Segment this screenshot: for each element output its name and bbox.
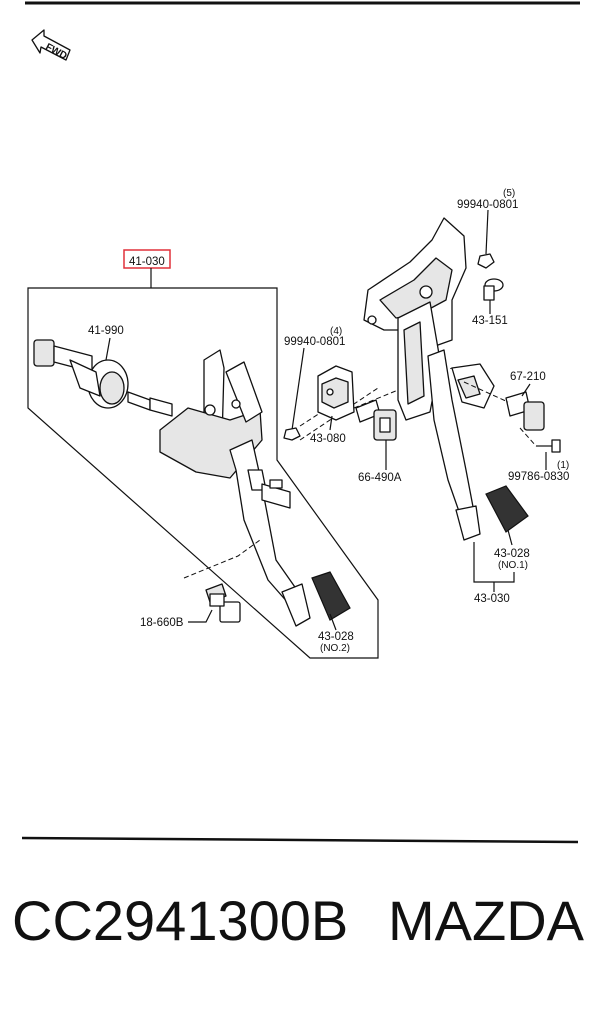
nut-left-icon <box>283 427 301 441</box>
label-43-080[interactable]: 43-080 <box>310 433 346 445</box>
switch-66-490a <box>355 399 397 441</box>
label-41-990[interactable]: 41-990 <box>88 325 124 337</box>
bolt-43-151 <box>483 278 504 301</box>
label-66-490a[interactable]: 66-490A <box>358 472 402 484</box>
switch-18-660b <box>205 583 241 623</box>
label-99786-0830[interactable]: 99786-0830 <box>508 471 569 483</box>
brake-pedal-assembly <box>363 217 529 541</box>
switch-67-210 <box>505 391 545 431</box>
nut-top-icon <box>477 253 495 269</box>
label-99940-0801-left[interactable]: 99940-0801 <box>284 336 345 348</box>
label-43-030[interactable]: 43-030 <box>474 593 510 605</box>
clutch-pedal-assembly <box>159 349 351 627</box>
label-bolt-qty-1: (1) <box>557 460 569 471</box>
label-43-028-no1-note: (NO.1) <box>498 560 528 571</box>
label-nut-qty-4: (4) <box>330 326 342 337</box>
bolt-99786-0830 <box>536 439 561 453</box>
label-99940-0801-top[interactable]: 99940-0801 <box>457 199 518 211</box>
label-18-660b[interactable]: 18-660B <box>140 617 184 629</box>
bottom-rule <box>21 836 579 844</box>
forward-arrow-icon: FWD <box>31 29 71 62</box>
label-nut-qty-5: (5) <box>503 188 515 199</box>
label-43-028-no2-note: (NO.2) <box>320 643 350 654</box>
clutch-master-cylinder <box>33 339 173 417</box>
fwd-label: FWD <box>43 42 68 62</box>
bracket-43-080 <box>317 365 355 421</box>
label-67-210[interactable]: 67-210 <box>510 371 546 383</box>
assembly-outline <box>27 287 379 659</box>
brand-name: MAZDA <box>388 889 584 952</box>
label-43-028-no2[interactable]: 43-028 <box>318 631 354 643</box>
part-number: CC2941300B <box>12 889 349 952</box>
label-41-030[interactable]: 41-030 <box>129 256 165 268</box>
label-43-028-no1[interactable]: 43-028 <box>494 548 530 560</box>
assembly-highlight-box <box>123 249 171 269</box>
label-43-151[interactable]: 43-151 <box>472 315 508 327</box>
